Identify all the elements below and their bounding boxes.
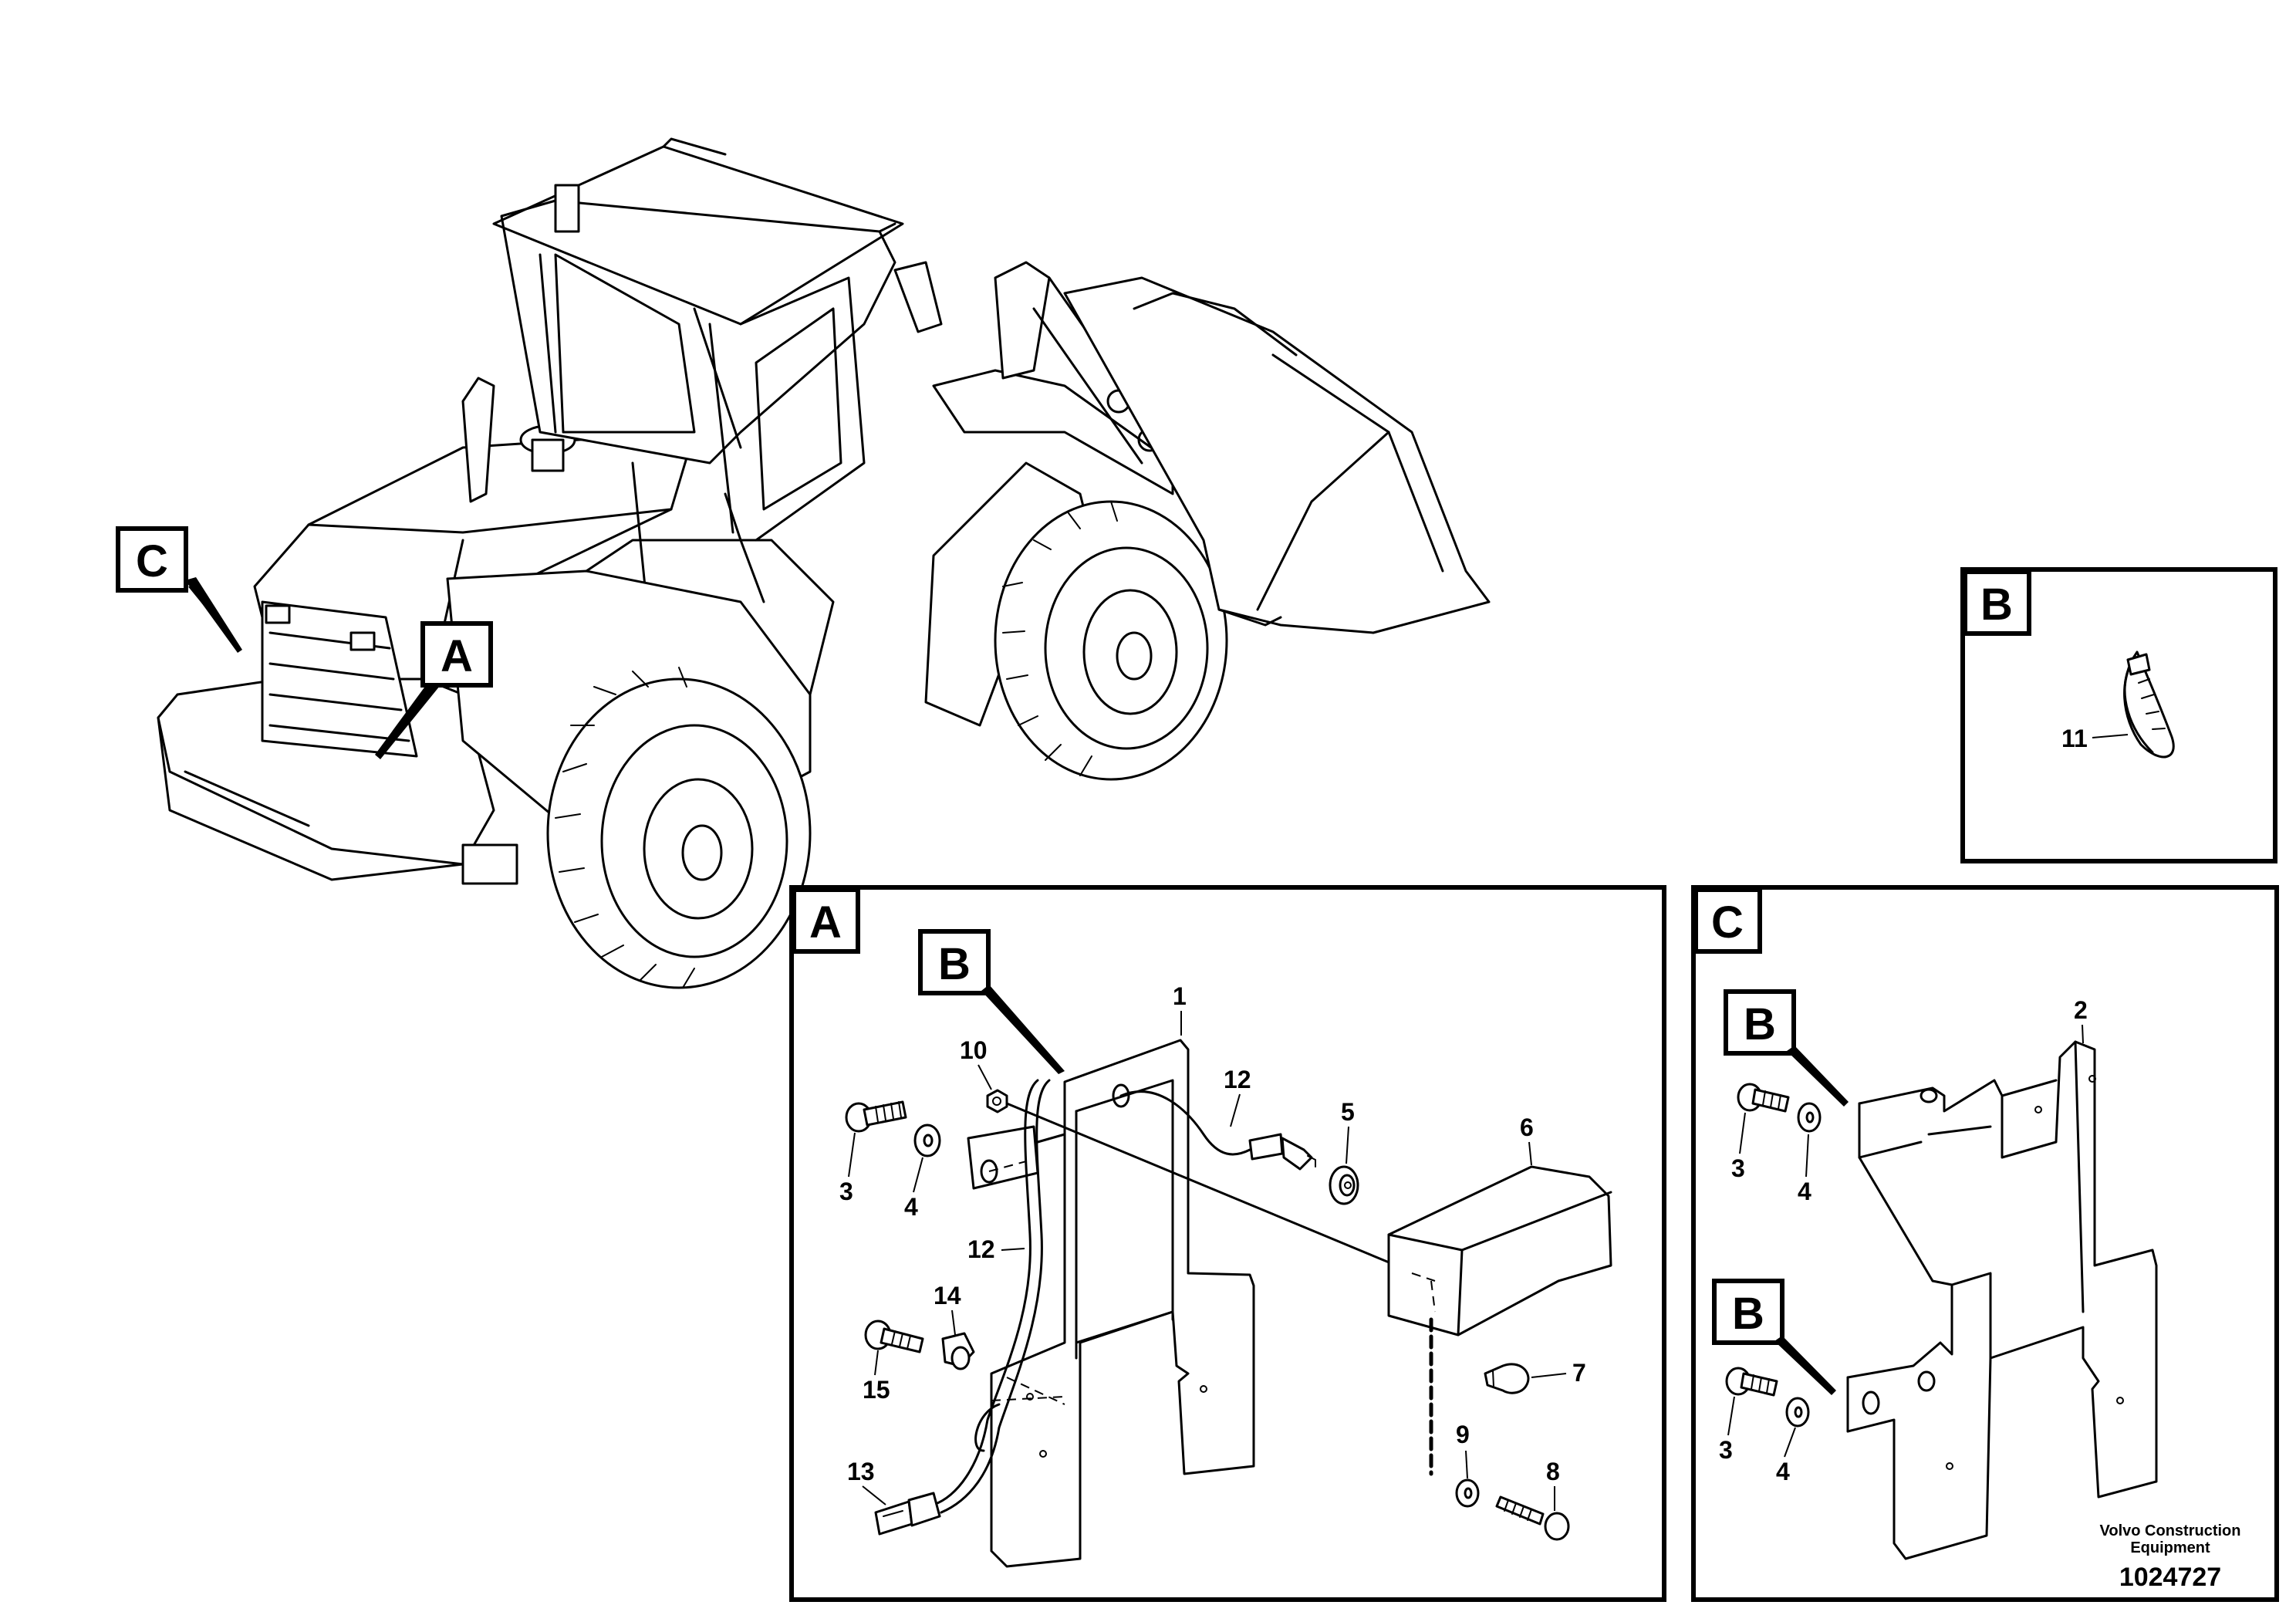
bulb-part-7 bbox=[1484, 1363, 1530, 1394]
bracket-part-2 bbox=[1846, 1040, 2158, 1560]
part-number-2: 2 bbox=[2074, 996, 2088, 1024]
grommet-part-5 bbox=[1329, 1165, 1359, 1205]
part-number-14: 14 bbox=[934, 1282, 961, 1309]
callout-a[interactable]: A bbox=[420, 621, 493, 688]
part-number-10: 10 bbox=[960, 1036, 988, 1064]
part-number-1: 1 bbox=[1173, 982, 1187, 1010]
panel-c-callout-b-lower-label: B bbox=[1732, 1289, 1764, 1339]
part-number-12a: 12 bbox=[1224, 1066, 1251, 1093]
screw-part-3a bbox=[845, 1100, 907, 1133]
washer-part-4a bbox=[913, 1124, 941, 1157]
part-number-8: 8 bbox=[1546, 1458, 1560, 1485]
panel-a-callout-b[interactable]: B bbox=[918, 929, 991, 995]
wheel-loader-illustration bbox=[157, 137, 1491, 989]
part-number-4b: 4 bbox=[1798, 1178, 1811, 1205]
callout-c-label: C bbox=[136, 536, 168, 586]
callout-c-leader-tip bbox=[185, 577, 242, 653]
part-number-12b: 12 bbox=[967, 1235, 995, 1263]
washer-part-4c bbox=[1785, 1397, 1810, 1428]
panel-b-label: B bbox=[1980, 580, 2013, 630]
panel-c-label: C bbox=[1711, 897, 1744, 948]
panel-c-callout-b-upper[interactable]: B bbox=[1724, 989, 1796, 1056]
part-number-7: 7 bbox=[1572, 1359, 1586, 1387]
connector-part bbox=[1248, 1133, 1316, 1171]
part-number-9: 9 bbox=[1456, 1421, 1470, 1448]
panel-b: B 11 bbox=[1960, 567, 2277, 863]
panel-a: A B bbox=[789, 885, 1666, 1602]
screw-part-8 bbox=[1495, 1495, 1570, 1541]
part-number-4c: 4 bbox=[1776, 1458, 1790, 1485]
usb-connector-part bbox=[874, 1492, 941, 1536]
washer-part-9 bbox=[1455, 1478, 1480, 1508]
brand-line-1: Volvo Construction bbox=[2100, 1522, 2241, 1539]
panel-a-callout-b-label: B bbox=[938, 939, 971, 989]
bracket-plate-part bbox=[967, 1039, 1255, 1568]
lamp-housing-part-6 bbox=[1387, 1165, 1612, 1336]
callout-c[interactable]: C bbox=[116, 526, 188, 593]
part-number-3c: 3 bbox=[1719, 1436, 1733, 1464]
part-number-4a: 4 bbox=[904, 1193, 918, 1221]
panel-a-label: A bbox=[809, 897, 842, 948]
callout-a-leader-tip bbox=[375, 679, 443, 759]
part-number-5: 5 bbox=[1341, 1098, 1355, 1126]
part-number-15: 15 bbox=[863, 1376, 890, 1404]
screw-part-15 bbox=[864, 1320, 924, 1353]
brand-line-2: Equipment bbox=[2130, 1539, 2210, 1556]
part-number-11: 11 bbox=[2061, 725, 2088, 752]
panel-c-callout-b-lower[interactable]: B bbox=[1712, 1279, 1784, 1345]
part-number-3b: 3 bbox=[1731, 1154, 1745, 1182]
part-number-6: 6 bbox=[1520, 1113, 1534, 1141]
panel-c: C B B bbox=[1691, 885, 2279, 1602]
nut-part-10 bbox=[986, 1089, 1008, 1113]
cable-tie-part bbox=[2123, 650, 2175, 759]
clip-part-14 bbox=[941, 1332, 975, 1370]
washer-part-4b bbox=[1797, 1102, 1822, 1133]
panel-c-callout-b-upper-label: B bbox=[1744, 999, 1776, 1049]
part-number-13: 13 bbox=[847, 1458, 875, 1485]
screw-part-3c bbox=[1725, 1367, 1778, 1397]
screw-part-3b bbox=[1737, 1083, 1790, 1113]
part-number-3a: 3 bbox=[839, 1178, 853, 1205]
drawing-number: 1024727 bbox=[2119, 1563, 2221, 1592]
callout-a-label: A bbox=[441, 631, 473, 681]
